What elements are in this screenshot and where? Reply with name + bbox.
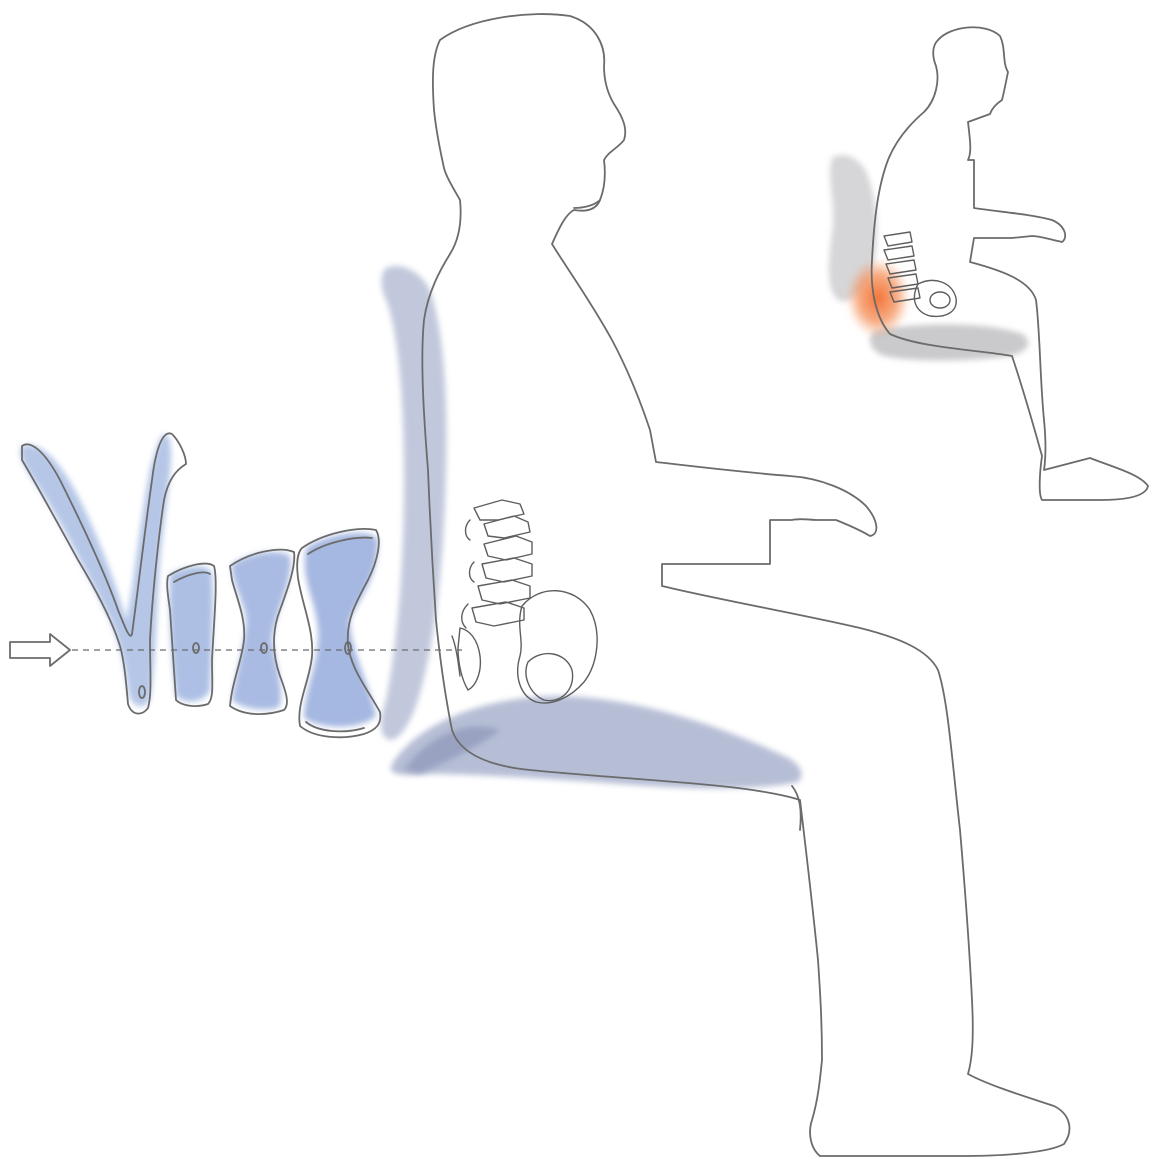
right-arrow-icon xyxy=(10,634,70,666)
inset-body-outline xyxy=(872,27,1148,500)
sacrum xyxy=(458,628,480,690)
inset-slumped-figure xyxy=(829,27,1148,500)
main-body-outline xyxy=(422,14,1069,1156)
main-chair xyxy=(381,266,801,788)
main-spine xyxy=(452,500,597,703)
main-seated-figure xyxy=(422,14,1069,1156)
chair-backrest xyxy=(381,266,446,740)
lower-back-pain-highlight xyxy=(846,258,910,338)
profile-blue-fills xyxy=(20,434,378,726)
